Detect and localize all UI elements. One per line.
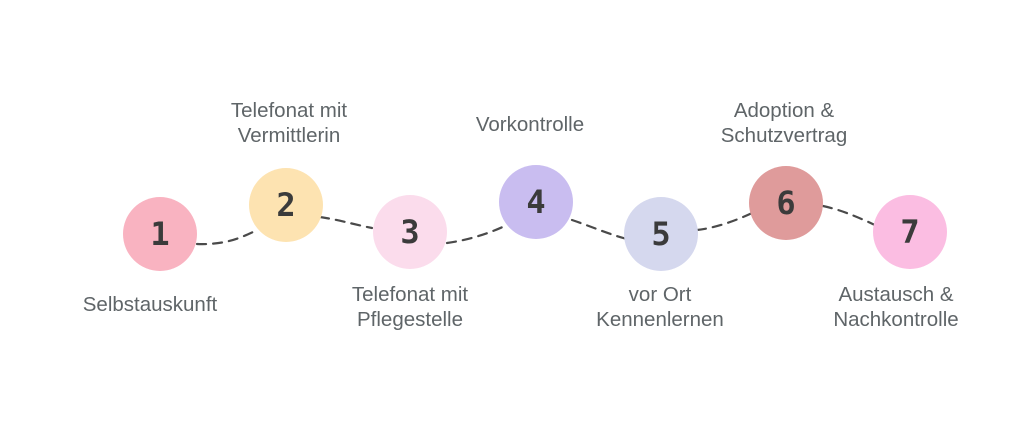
step-7-number: 7 bbox=[900, 213, 920, 251]
step-7-label: Austausch &Nachkontrolle bbox=[833, 282, 958, 332]
step-3-number: 3 bbox=[400, 213, 420, 251]
step-4-label: Vorkontrolle bbox=[476, 112, 584, 137]
step-2-circle: 2 bbox=[249, 168, 323, 242]
step-7-circle: 7 bbox=[873, 195, 947, 269]
step-2-number: 2 bbox=[276, 186, 296, 224]
step-6-circle: 6 bbox=[749, 166, 823, 240]
step-5-label-line: vor Ort bbox=[628, 283, 692, 306]
step-5-number: 5 bbox=[651, 215, 671, 253]
step-7-label-line: Nachkontrolle bbox=[833, 308, 959, 331]
step-6-label-line: Schutzvertrag bbox=[720, 124, 848, 147]
step-4-label-line: Vorkontrolle bbox=[475, 113, 585, 136]
step-5-label-line: Kennenlernen bbox=[596, 308, 724, 331]
step-1-label-line: Selbstauskunft bbox=[82, 293, 218, 316]
step-2-label-line: Vermittlerin bbox=[237, 124, 341, 147]
step-3-label-line: Telefonat mit bbox=[351, 283, 469, 306]
step-6-number: 6 bbox=[776, 184, 796, 222]
step-7-label-line: Austausch & bbox=[838, 283, 954, 306]
step-1-circle: 1 bbox=[123, 197, 197, 271]
step-3-label-line: Pflegestelle bbox=[357, 308, 463, 331]
step-4-circle: 4 bbox=[499, 165, 573, 239]
step-6-label: Adoption &Schutzvertrag bbox=[721, 98, 847, 148]
step-2-label-line: Telefonat mit bbox=[230, 99, 348, 122]
step-4-number: 4 bbox=[526, 183, 546, 221]
step-6-label-line: Adoption & bbox=[733, 99, 835, 122]
step-3-circle: 3 bbox=[373, 195, 447, 269]
step-1-number: 1 bbox=[150, 215, 170, 253]
step-1-label: Selbstauskunft bbox=[83, 292, 217, 317]
step-5-circle: 5 bbox=[624, 197, 698, 271]
